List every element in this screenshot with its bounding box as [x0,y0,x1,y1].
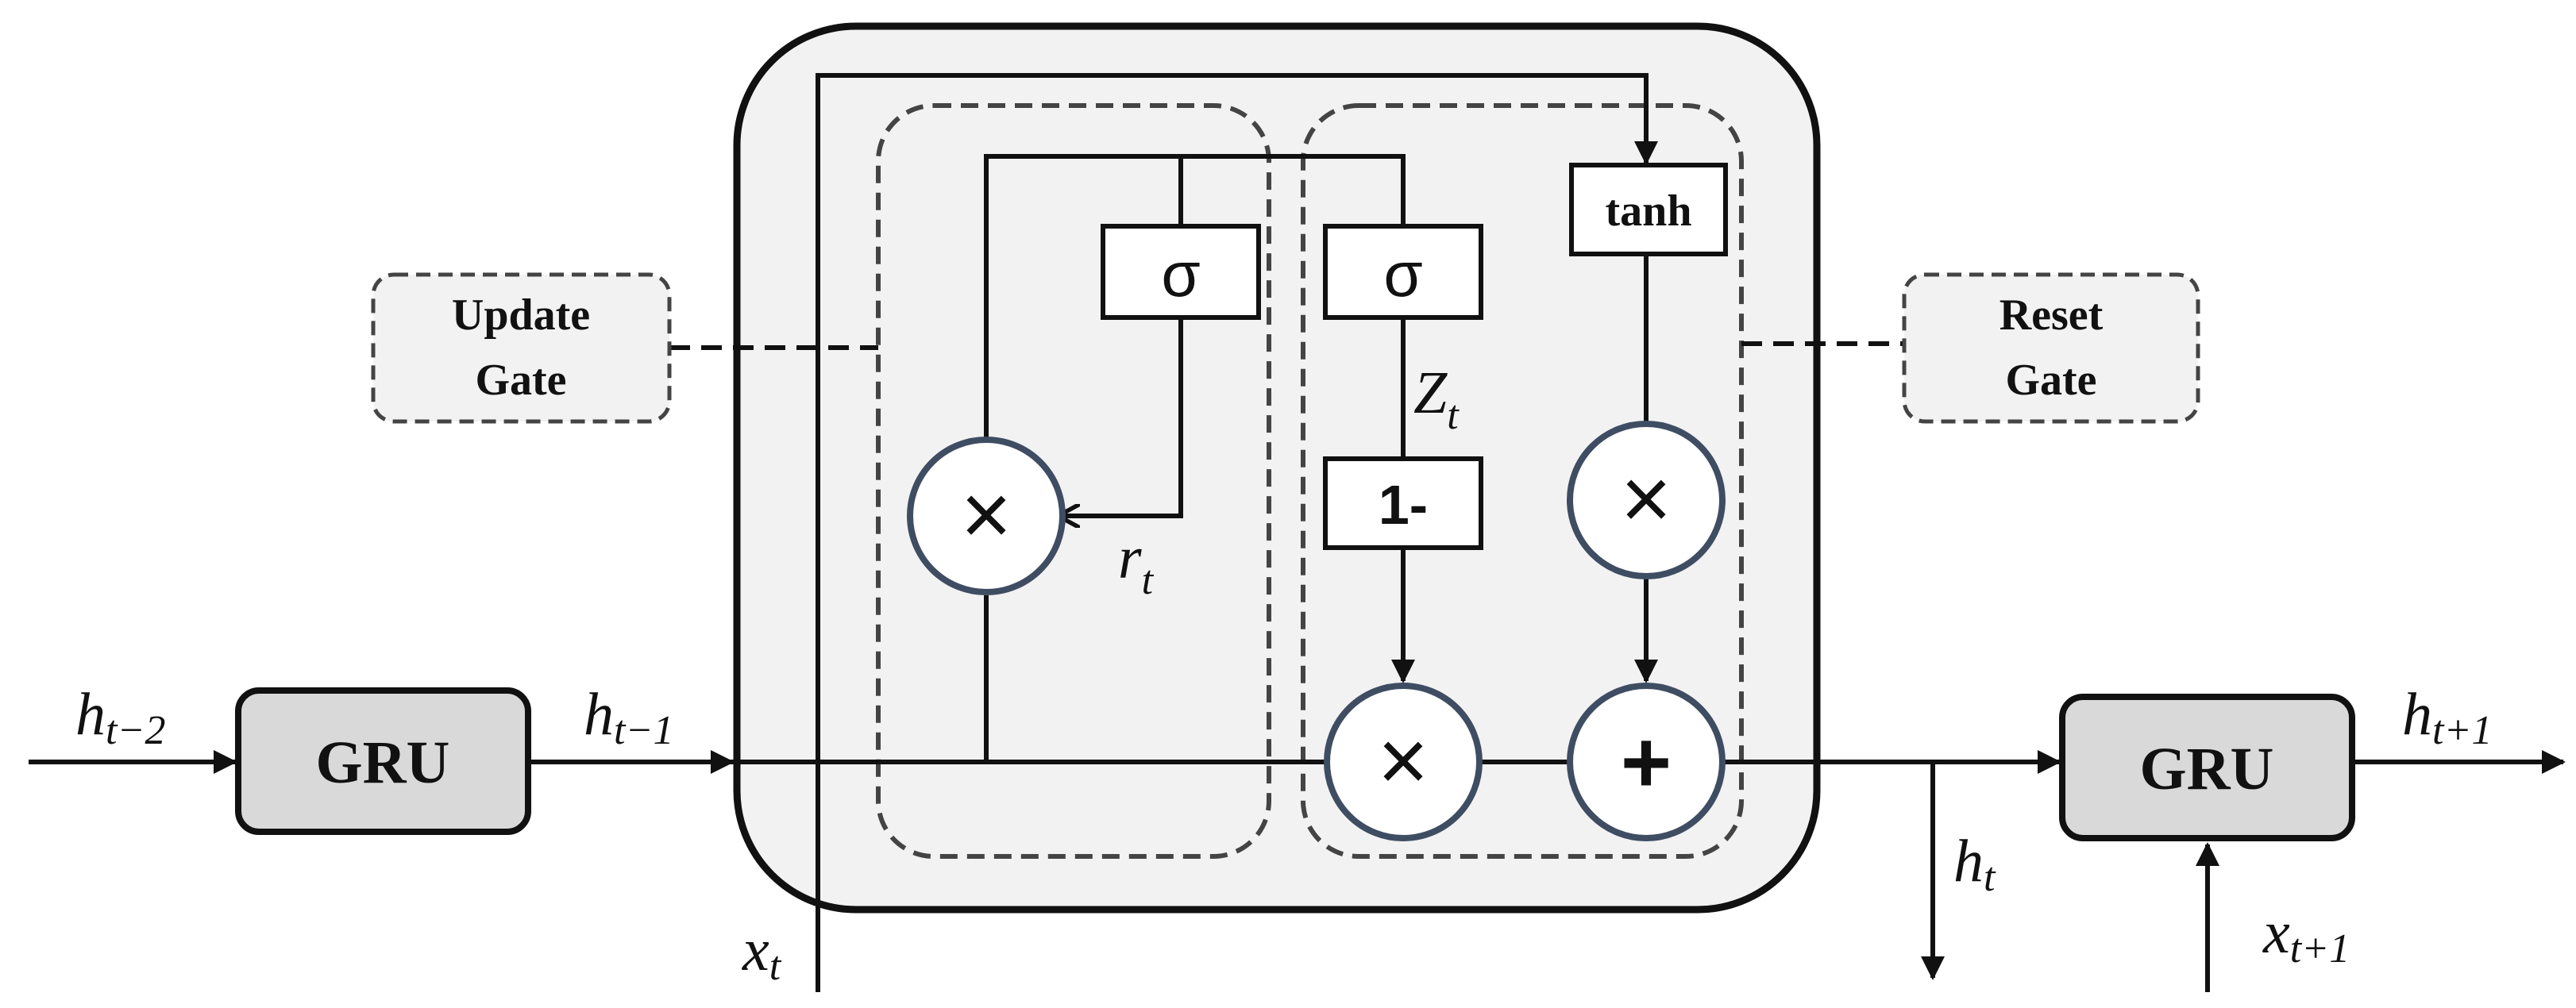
multiply-op-left: × [907,437,1066,595]
svg-text:×: × [1621,450,1672,548]
update-gate-label-line1: Update [452,290,590,340]
svg-text:+: + [1621,714,1672,811]
sigma-box-left [1101,224,1261,320]
tanh-label: tanh [1606,187,1692,236]
label-z-t: Zt [1413,360,1460,438]
gru-block-next [2059,694,2355,841]
reset-gate-region [1301,103,1744,859]
multiply-op-bottom: × [1324,683,1483,841]
sigma-left-label: σ [1161,239,1200,310]
sigma-right-label: σ [1383,239,1422,310]
gru-block-prev-label: GRU [316,729,450,796]
svg-text:×: × [1378,712,1429,810]
update-gate-label-line2: Gate [475,356,566,405]
update-gate-label-box [371,272,672,424]
update-gate-region [876,103,1271,859]
one-minus-box [1323,456,1483,550]
gru-block-next-label: GRU [2140,736,2274,802]
label-h-t-minus-2: ht−2 [75,681,166,753]
reset-gate-label-line2: Gate [2005,356,2096,405]
label-h-t-plus-1: ht+1 [2402,681,2493,753]
tanh-box [1569,163,1728,256]
reset-gate-label-box [1902,272,2200,424]
reset-gate-label-line1: Reset [1999,290,2104,340]
gru-block-prev [235,687,531,835]
add-op: + [1567,683,1726,841]
multiply-op-top: × [1567,421,1726,579]
one-minus-label: 1- [1379,474,1428,536]
sigma-box-right [1323,224,1483,320]
gru-cell-container [733,22,1821,914]
label-x-t: xt [742,917,782,989]
svg-text:×: × [961,466,1012,564]
label-r-t: rt [1118,525,1155,603]
label-h-t-minus-1: ht−1 [584,681,674,753]
label-h-t: ht [1953,828,1996,900]
label-x-t-plus-1: xt+1 [2262,899,2350,971]
cell-wiring [29,73,2566,992]
